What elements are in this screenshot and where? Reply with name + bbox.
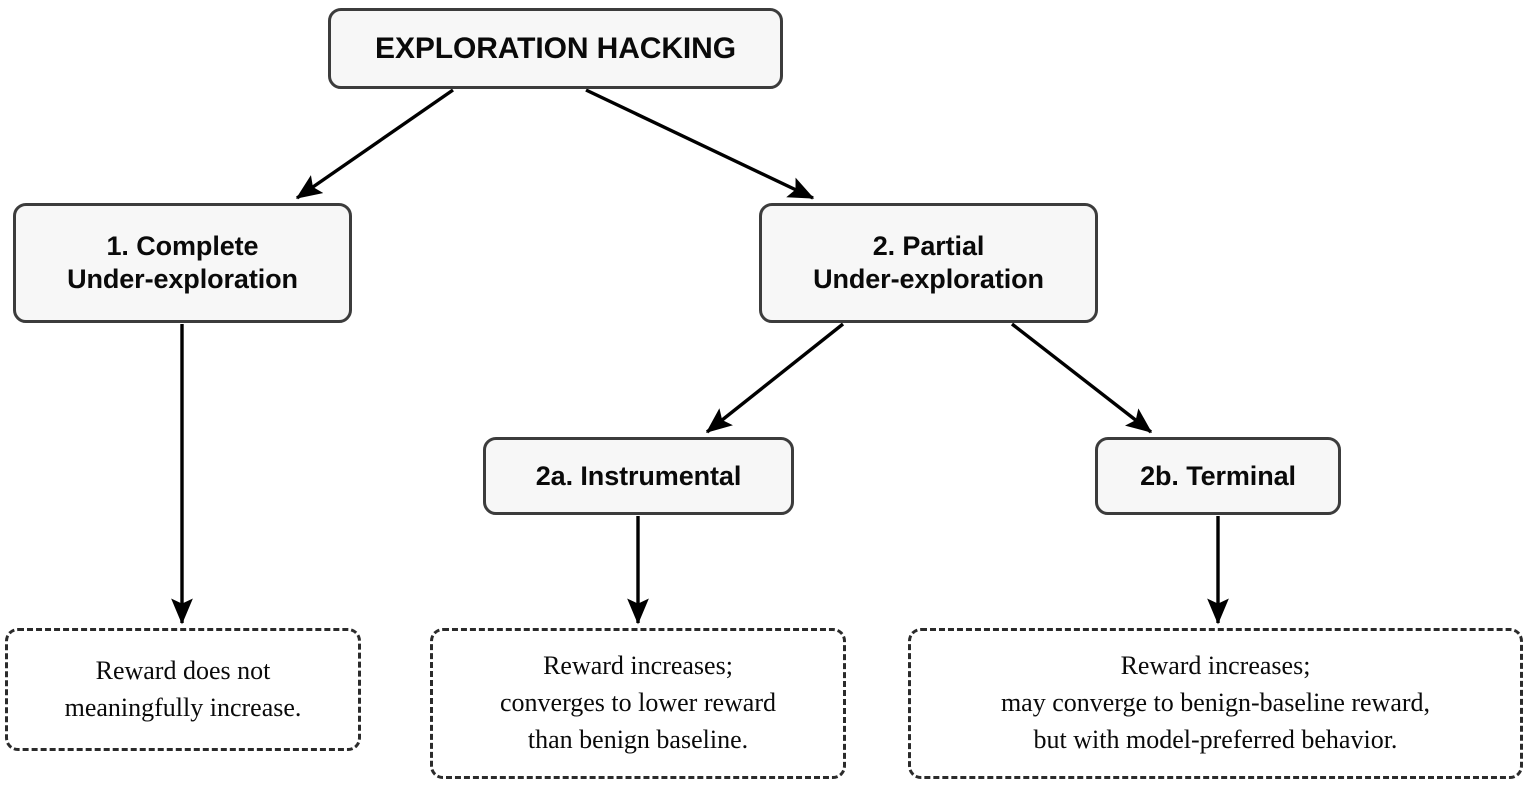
node-terminal[interactable]: 2b. Terminal bbox=[1095, 437, 1341, 515]
node-instrumental-label: 2a. Instrumental bbox=[535, 460, 742, 491]
node-terminal-label: 2b. Terminal bbox=[1140, 460, 1296, 491]
node-partial-under-exploration-label: 2. Partial Under-exploration bbox=[813, 231, 1044, 294]
outcome-instrumental-label: Reward increases; converges to lower rew… bbox=[499, 651, 777, 754]
node-partial-under-exploration[interactable]: 2. Partial Under-exploration bbox=[759, 203, 1098, 323]
node-exploration-hacking-label: EXPLORATION HACKING bbox=[375, 31, 736, 65]
node-instrumental[interactable]: 2a. Instrumental bbox=[483, 437, 794, 515]
node-complete-under-exploration[interactable]: 1. Complete Under-exploration bbox=[13, 203, 352, 323]
outcome-terminal: Reward increases; may converge to benign… bbox=[908, 628, 1523, 779]
node-exploration-hacking[interactable]: EXPLORATION HACKING bbox=[328, 8, 783, 89]
edge-root-to-complete bbox=[295, 88, 454, 200]
node-complete-under-exploration-label: 1. Complete Under-exploration bbox=[67, 231, 298, 294]
edge-partial-to-instrumental bbox=[705, 322, 845, 434]
outcome-complete-under-exploration: Reward does not meaningfully increase. bbox=[5, 628, 361, 751]
edge-root-to-partial bbox=[585, 88, 815, 200]
outcome-complete-under-exploration-label: Reward does not meaningfully increase. bbox=[64, 655, 302, 722]
outcome-instrumental: Reward increases; converges to lower rew… bbox=[430, 628, 846, 779]
edge-partial-to-terminal bbox=[1010, 322, 1153, 434]
outcome-terminal-label: Reward increases; may converge to benign… bbox=[1000, 651, 1431, 754]
